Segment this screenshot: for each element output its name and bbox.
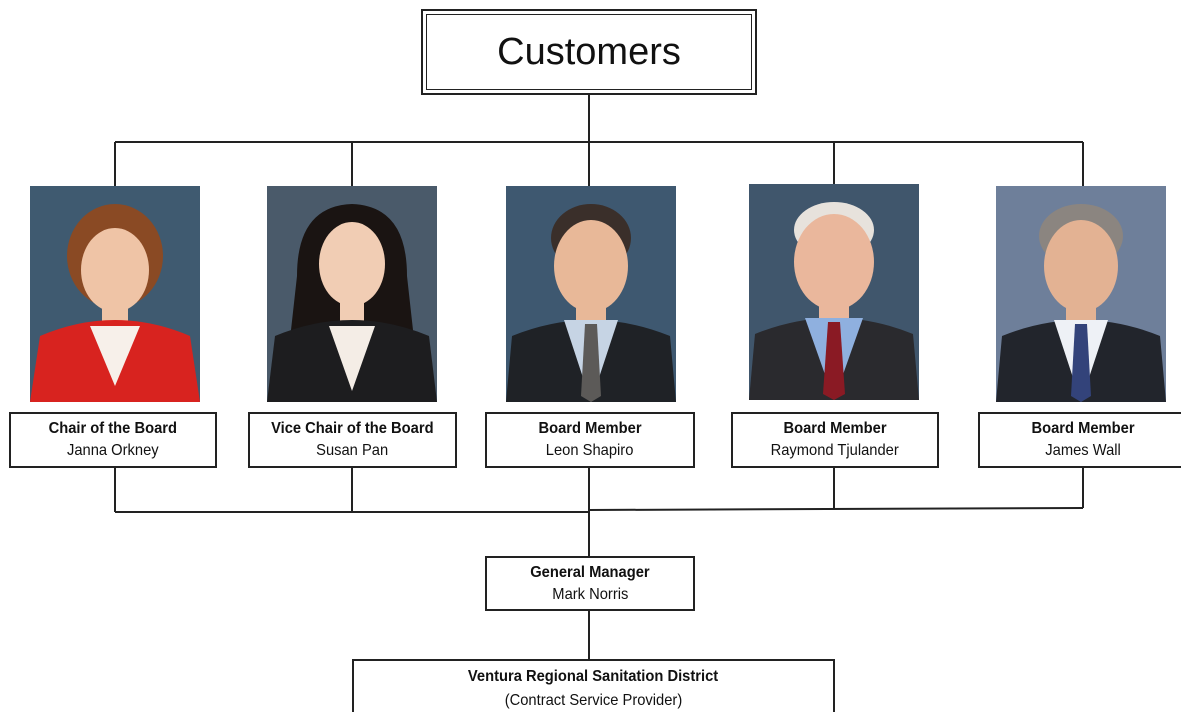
board-member-card-1: Chair of the Board Janna Orkney (9, 412, 217, 468)
board-member-photo-1 (30, 186, 200, 402)
provider-note: (Contract Service Provider) (504, 692, 683, 709)
connector-bottom-right (588, 507, 1084, 511)
board-member-photo-4 (749, 184, 919, 400)
portrait-man-dark-suit-icon (506, 186, 676, 402)
portrait-woman-red-blazer-icon (30, 186, 200, 402)
customers-title: Customers (426, 14, 752, 90)
board-member-photo-3 (506, 186, 676, 402)
member-role-4: Board Member (783, 420, 887, 437)
member-role-1: Chair of the Board (48, 420, 178, 437)
member-role-3: Board Member (538, 420, 642, 437)
general-manager-card: General Manager Mark Norris (485, 556, 695, 611)
member-name-1: Janna Orkney (67, 442, 159, 459)
manager-role: General Manager (530, 563, 650, 581)
board-member-card-5: Board Member James Wall (978, 412, 1181, 468)
member-name-3: Leon Shapiro (546, 442, 634, 459)
portrait-man-gray-hair-suit-icon (996, 186, 1166, 402)
member-name-5: James Wall (1045, 442, 1121, 459)
member-role-2: Vice Chair of the Board (271, 420, 434, 437)
portrait-man-older-suit-icon (749, 184, 919, 400)
board-member-card-3: Board Member Leon Shapiro (485, 412, 695, 468)
member-role-5: Board Member (1031, 420, 1135, 437)
board-member-card-4: Board Member Raymond Tjulander (731, 412, 939, 468)
board-member-card-2: Vice Chair of the Board Susan Pan (248, 412, 457, 468)
board-member-photo-5 (996, 186, 1166, 402)
service-provider-card: Ventura Regional Sanitation District (Co… (352, 659, 835, 712)
manager-name: Mark Norris (551, 585, 629, 603)
customers-box: Customers (421, 9, 757, 95)
member-name-4: Raymond Tjulander (770, 442, 900, 459)
provider-name: Ventura Regional Sanitation District (468, 668, 719, 685)
board-member-photo-2 (267, 186, 437, 402)
portrait-woman-black-blazer-icon (267, 186, 437, 402)
member-name-2: Susan Pan (316, 442, 389, 459)
